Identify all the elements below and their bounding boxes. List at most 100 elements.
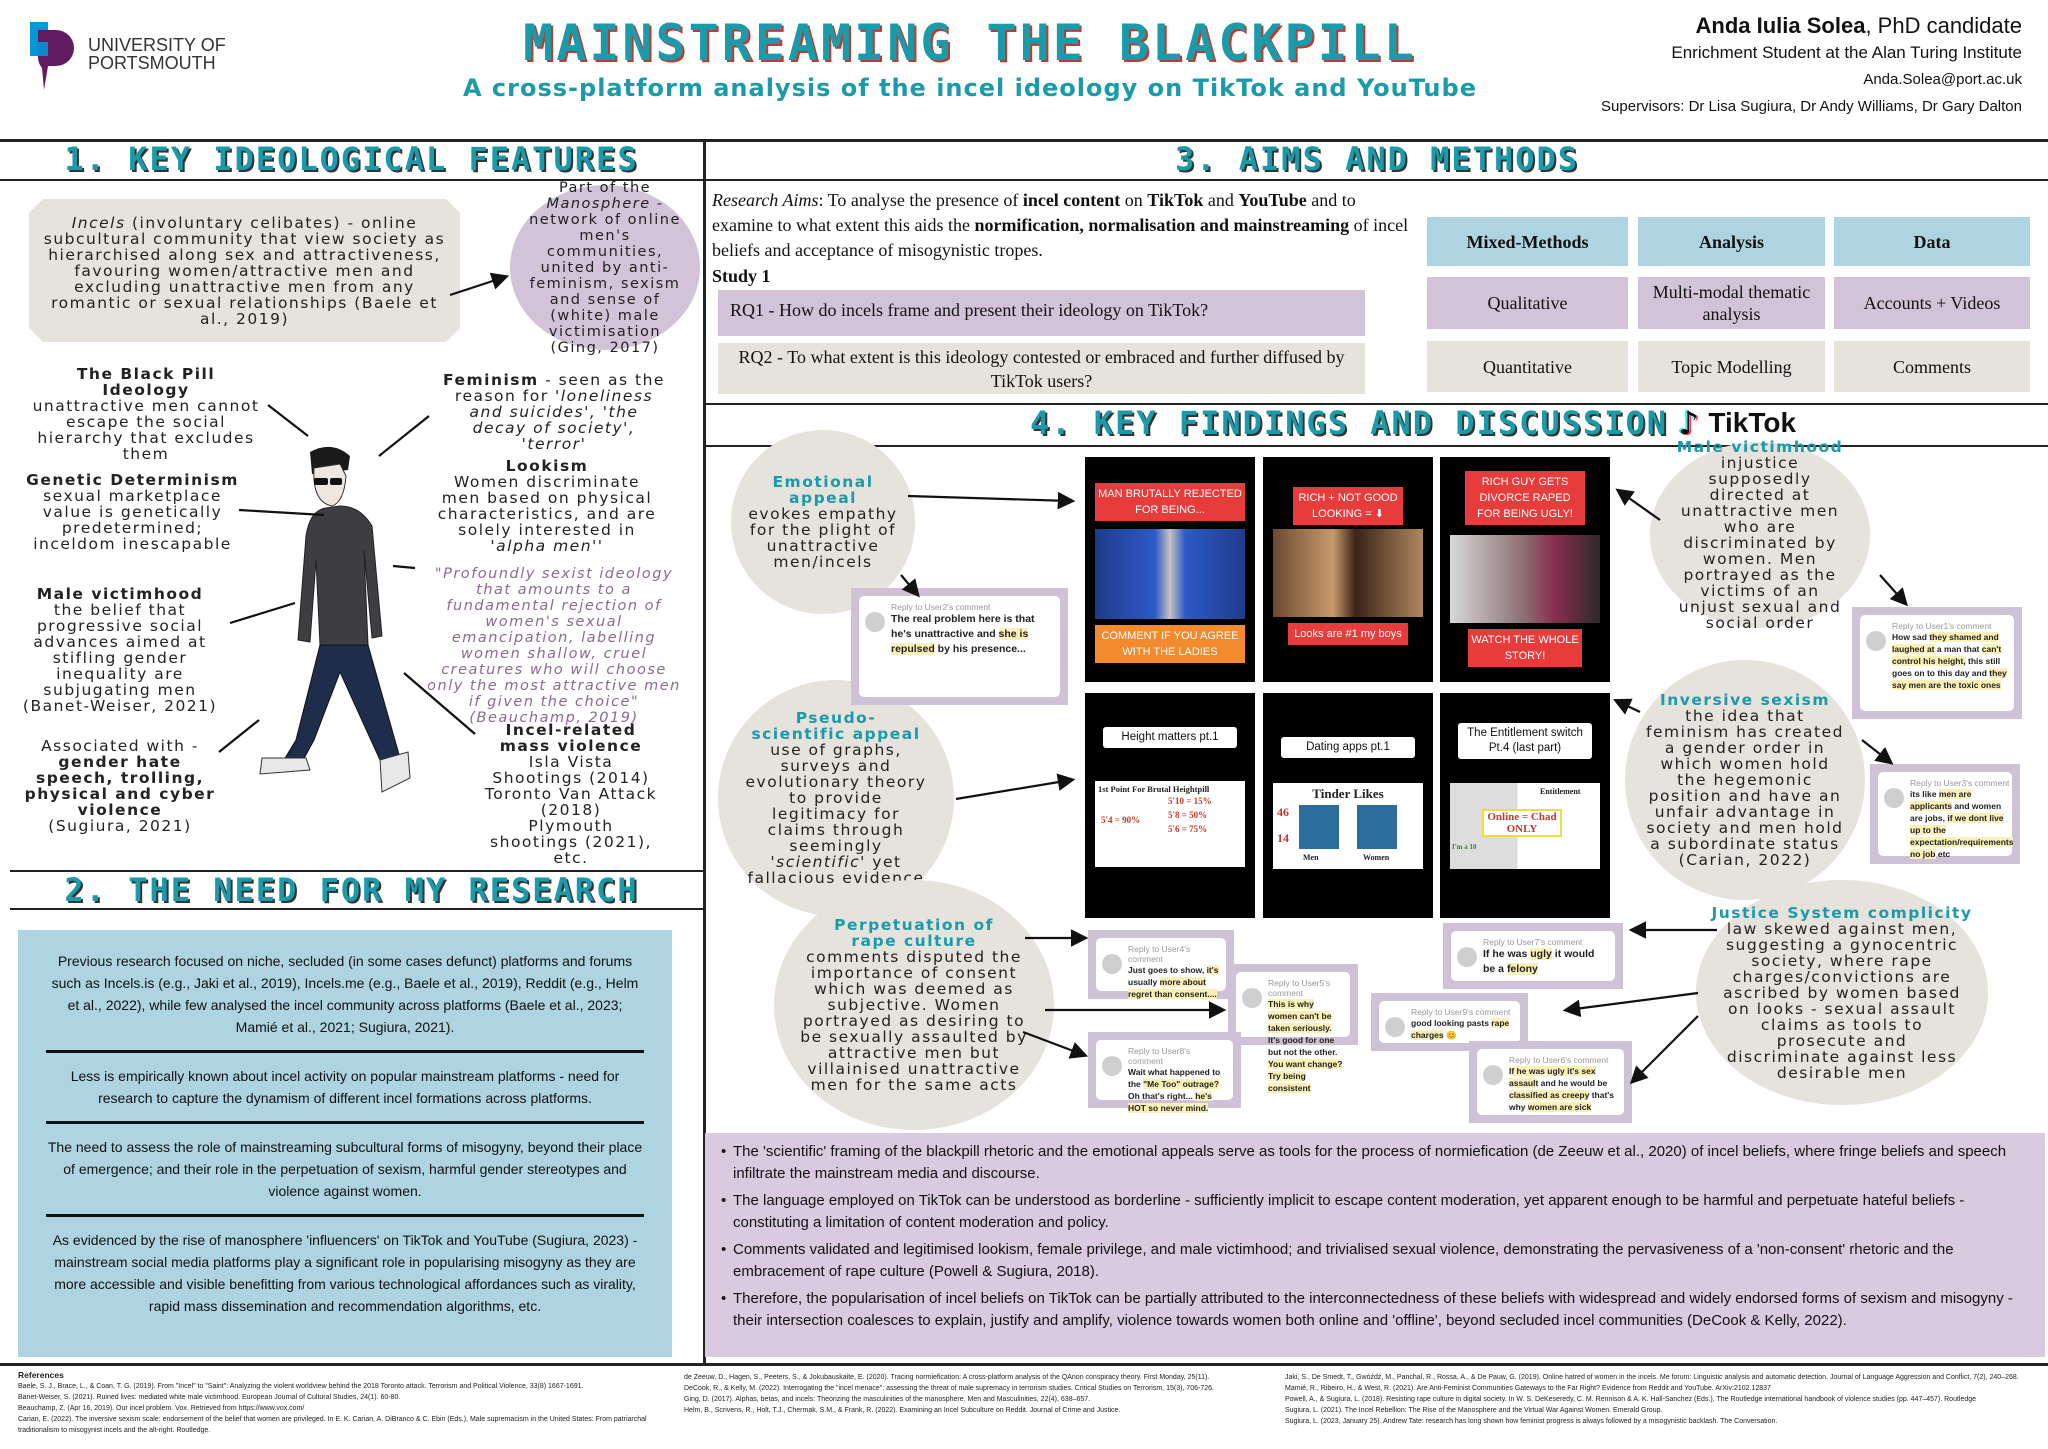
aims-label: Research Aims	[712, 190, 819, 210]
comment-text-segment: by his presence...	[934, 643, 1026, 655]
arrow	[1629, 1015, 1699, 1085]
feature-title: The Black Pill Ideology	[76, 365, 216, 399]
tiktok-video-thumbnail[interactable]: The Entitlement switch Pt.4 (last part) …	[1440, 693, 1610, 918]
video-image: Tinder Likes 46 14 Men Women	[1273, 783, 1423, 869]
avatar-icon	[1385, 1017, 1405, 1037]
comment-text: The real problem here is that he's unatt…	[891, 612, 1054, 657]
avatar-icon	[865, 612, 885, 632]
reference: Sugiura, L. (2023, January 25). Andrew T…	[1285, 1418, 1778, 1425]
video-caption: The Entitlement switch Pt.4 (last part)	[1458, 723, 1592, 759]
author-email[interactable]: Anda.Solea@port.ac.uk	[1863, 71, 2022, 88]
table-cell: Comments	[1834, 341, 2030, 392]
video-caption: Dating apps pt.1	[1281, 737, 1415, 758]
incels-definition: (involuntary celibates) - online subcult…	[43, 213, 446, 328]
arrow	[907, 491, 1076, 510]
incels-term: Incels	[71, 213, 126, 232]
tiktok-video-thumbnail[interactable]: Height matters pt.1 1st Point For Brutal…	[1085, 693, 1255, 918]
theme-title: Pseudo-scientific appeal	[751, 709, 921, 743]
tiktok-video-thumbnail[interactable]: RICH + NOT GOOD LOOKING = ⬇ Looks are #1…	[1263, 457, 1433, 682]
divider	[0, 139, 2048, 142]
aims-bold: TikTok	[1147, 190, 1204, 210]
finding-bullet: Comments validated and legitimised looki…	[721, 1239, 2027, 1283]
comment-reply-label: Reply to User8's comment	[1128, 1046, 1191, 1066]
manosphere-bubble: Part of the Manosphere - network of onli…	[510, 180, 700, 356]
theme-text-part: use of graphs, surveys and evolutionary …	[745, 741, 927, 855]
feature-citation: (Sugiura, 2021)	[48, 817, 192, 835]
video-image	[1273, 529, 1423, 617]
feature-text: Associated with -	[41, 737, 199, 755]
feature-quote: 'loneliness and suicides', 'the decay of…	[469, 387, 654, 453]
avatar-icon	[1102, 1056, 1122, 1076]
divider	[46, 1214, 644, 1217]
stat: Women	[1363, 853, 1390, 862]
video-image	[1095, 529, 1245, 619]
reference: de Zeeuw, D., Hagen, S., Peeters, S., & …	[684, 1374, 1210, 1381]
divider	[705, 403, 2048, 405]
research-need-box: Previous research focused on niche, secl…	[18, 930, 672, 1357]
comment-text-segment: and he would be	[1538, 1078, 1608, 1088]
manosphere-pre: Part of the	[558, 179, 652, 196]
theme-title: Perpetuation of rape culture	[834, 916, 994, 950]
comment-text: If he was ugly it would be a felony	[1483, 947, 1609, 977]
highlighted-text: ugly	[1530, 948, 1552, 960]
table-header: Mixed-Methods	[1427, 217, 1628, 266]
feature-text: Women discriminate men based on physical…	[437, 473, 657, 539]
comment-text-segment: usually	[1128, 977, 1160, 987]
table-cell: Topic Modelling	[1638, 341, 1825, 392]
aims-text: on	[1120, 190, 1148, 210]
avatar-icon	[1242, 988, 1262, 1008]
divider	[705, 445, 2048, 447]
finding-bullet: Therefore, the popularisation of incel b…	[721, 1288, 2027, 1332]
reference: Carian, E. (2022). The inversive sexism …	[18, 1416, 647, 1434]
avatar-icon	[1866, 631, 1886, 651]
section-4-heading: 4. Key findings and discussion	[1030, 404, 1668, 442]
section-1-heading: 1. Key ideological features	[64, 140, 639, 178]
comment-reply-label: Reply to User1's comment	[1892, 621, 1992, 631]
tiktok-video-thumbnail[interactable]: Dating apps pt.1 Tinder Likes 46 14 Men …	[1263, 693, 1433, 918]
section-2-heading: 2. The need for my research	[64, 871, 639, 909]
divider	[10, 908, 703, 910]
references-col-3: Jaki, S., De Smedt, T., Gwóźdź, M., Panc…	[1285, 1372, 2040, 1427]
comment-reply-label: Reply to User7's comment	[1483, 937, 1583, 947]
theme-text: law skewed against men, suggesting a gyn…	[1723, 919, 1961, 1082]
portsmouth-logo-icon	[30, 22, 74, 90]
comment-text-segment: Oh that's right...	[1128, 1091, 1196, 1101]
rq1-box: RQ1 - How do incels frame and present th…	[718, 290, 1365, 336]
comment-reply-label: Reply to User3's comment	[1910, 778, 2010, 788]
aims-text: and to examine to what extent this aids …	[712, 190, 1356, 235]
comment-text-segment: The real problem here is that he's unatt…	[891, 613, 1035, 640]
arrow	[1879, 574, 1908, 607]
tiktok-video-thumbnail[interactable]: RICH GUY GETS DIVORCE RAPED FOR BEING UG…	[1440, 457, 1610, 682]
avatar-icon	[1457, 947, 1477, 967]
logo-line-2: PORTSMOUTH	[88, 53, 216, 73]
violence-item: Toronto Van Attack (2018)	[484, 785, 658, 819]
rq2-box: RQ2 - To what extent is this ideology co…	[718, 343, 1365, 394]
app-icons-image	[1357, 805, 1397, 849]
theme-title: Male victimhood	[1676, 438, 1844, 456]
video-caption: Height matters pt.1	[1103, 727, 1237, 748]
video-image: 1st Point For Brutal Heightpill 5'10 = 1…	[1095, 781, 1245, 867]
reference: Mamié, R., Ribeiro, H., & West, R. (2021…	[1285, 1385, 1771, 1392]
comment-reply-label: Reply to User4's comment	[1128, 944, 1191, 964]
theme-text: evokes empathy for the plight of unattra…	[748, 505, 898, 571]
stat: 5'10 = 15%	[1168, 796, 1212, 806]
tiktok-video-thumbnail[interactable]: MAN BRUTALLY REJECTED FOR BEING... COMME…	[1085, 457, 1255, 682]
pointer-line	[267, 404, 309, 437]
reference: Banet-Weiser, S. (2021). Ruined lives: m…	[18, 1394, 401, 1401]
